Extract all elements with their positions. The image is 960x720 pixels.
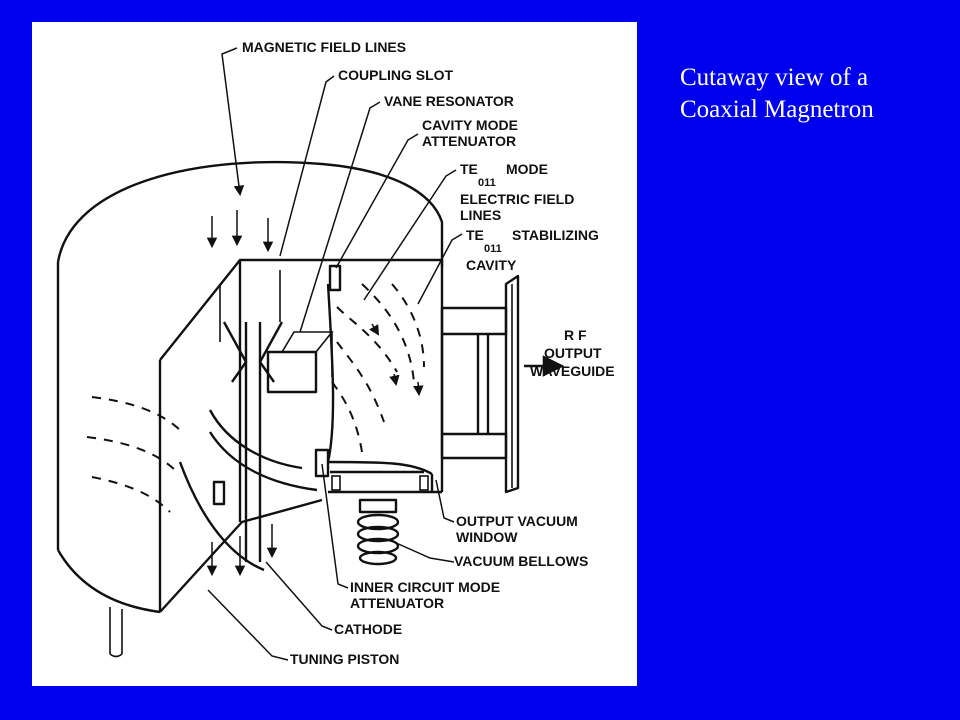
label-cavity-mode-attenuator-line2: ATTENUATOR: [422, 133, 516, 149]
leader-lines: [207, 47, 463, 661]
label-magnetic-field-lines: MAGNETIC FIELD LINES: [242, 39, 406, 55]
diagram-labels: MAGNETIC FIELD LINES COUPLING SLOT VANE …: [242, 39, 615, 667]
label-tuning-piston: TUNING PISTON: [290, 651, 399, 667]
label-te011-stabilizing-word: STABILIZING: [512, 227, 599, 243]
label-inner-circuit-mode-attenuator-line1: INNER CIRCUIT MODE: [350, 579, 500, 595]
label-rf-output-line2: OUTPUT: [544, 345, 602, 361]
outer-cylinder: [56, 160, 444, 658]
label-rf-output-line3: WAVEGUIDE: [530, 363, 615, 379]
caption-line-1: Cutaway view of a: [680, 64, 869, 91]
vacuum-bellows: [356, 498, 400, 566]
magnetron-diagram: MAGNETIC FIELD LINES COUPLING SLOT VANE …: [32, 22, 637, 686]
label-te011-mode-subscript: 011: [478, 177, 496, 189]
label-vacuum-bellows: VACUUM BELLOWS: [454, 553, 588, 569]
label-output-vacuum-window-line1: OUTPUT VACUUM: [456, 513, 578, 529]
output-waveguide: [440, 274, 565, 494]
label-electric-field-lines-line2: LINES: [460, 207, 501, 223]
label-cathode: CATHODE: [334, 621, 402, 637]
magnetron-drawing: MAGNETIC FIELD LINES COUPLING SLOT VANE …: [56, 39, 615, 667]
label-te011-mode-word: MODE: [506, 161, 548, 177]
slide-caption: Cutaway view of a Coaxial Magnetron: [680, 62, 950, 126]
cutaway-section: [158, 258, 444, 613]
label-te011-stabilizing-cavity: CAVITY: [466, 257, 517, 273]
label-cavity-mode-attenuator-line1: CAVITY MODE: [422, 117, 518, 133]
label-electric-field-lines-line1: ELECTRIC FIELD: [460, 191, 574, 207]
label-output-vacuum-window-line2: WINDOW: [456, 529, 518, 545]
electric-field-lines: [86, 283, 425, 513]
label-rf-output-line1: R F: [564, 327, 587, 343]
label-inner-circuit-mode-attenuator-line2: ATTENUATOR: [350, 595, 444, 611]
caption-line-2: Coaxial Magnetron: [680, 96, 874, 123]
stabilizing-cavity: [326, 283, 442, 494]
label-te011-stabilizing-subscript: 011: [484, 243, 502, 255]
label-coupling-slot: COUPLING SLOT: [338, 67, 454, 83]
label-te011-mode-te: TE: [460, 161, 478, 177]
magnetic-field-arrows: [206, 210, 278, 577]
label-vane-resonator: VANE RESONATOR: [384, 93, 514, 109]
label-te011-stabilizing-te: TE: [466, 227, 484, 243]
